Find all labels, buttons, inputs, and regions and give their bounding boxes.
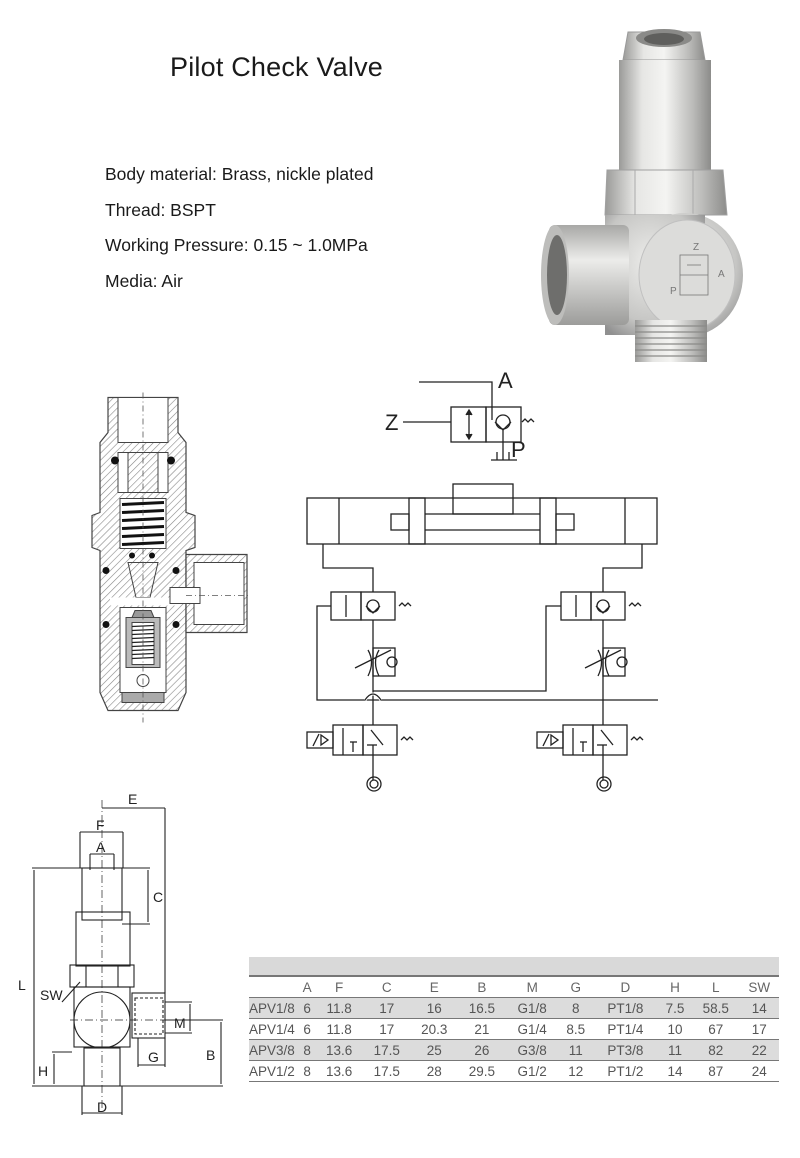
dim-label-f: F	[96, 817, 105, 833]
cell-l: 82	[691, 1039, 740, 1061]
cell-h: 10	[657, 1018, 692, 1040]
cell-m: G1/8	[505, 997, 559, 1019]
dim-label-c: C	[153, 889, 163, 905]
col-c: C	[381, 979, 392, 995]
cell-sw: 17	[739, 1018, 779, 1040]
cell-sw: 14	[739, 997, 779, 1019]
cell-a: 6	[299, 1018, 316, 1040]
cell-model: APV3/8	[249, 1039, 299, 1061]
col-d: D	[620, 979, 631, 995]
dim-label-h: H	[38, 1063, 48, 1079]
cell-m: G1/4	[505, 1018, 559, 1040]
cell-e: 16	[410, 997, 459, 1019]
cell-c: 17.5	[362, 1060, 411, 1082]
col-model	[249, 976, 299, 998]
cell-l: 87	[691, 1060, 740, 1082]
cell-g: 8	[558, 997, 593, 1019]
col-f: F	[334, 979, 344, 995]
cell-f: 13.6	[315, 1039, 363, 1061]
cell-d: PT1/2	[592, 1060, 658, 1082]
cell-model: APV1/2	[249, 1060, 299, 1082]
cell-sw: 22	[739, 1039, 779, 1061]
spec-list: Body material: Brass, nickle plated Thre…	[105, 157, 373, 299]
cell-b: 16.5	[458, 997, 506, 1019]
cell-f: 11.8	[315, 1018, 363, 1040]
product-photo: Z P A	[541, 29, 743, 362]
dim-label-g: G	[148, 1049, 159, 1065]
cell-d: PT3/8	[592, 1039, 658, 1061]
dim-label-b: B	[206, 1047, 215, 1063]
dim-label-m: M	[174, 1015, 186, 1031]
cell-a: 6	[299, 997, 316, 1019]
dimensions-table: A F C E B M G D H L SW APV1/8 6 11.8 17 …	[249, 957, 779, 1082]
cell-m: G1/2	[505, 1060, 559, 1082]
cell-model: APV1/4	[249, 1018, 299, 1040]
cell-b: 21	[458, 1018, 506, 1040]
cell-e: 28	[410, 1060, 459, 1082]
col-sw: SW	[748, 979, 771, 995]
cell-l: 58.5	[691, 997, 740, 1019]
valve-symbol: A Z P	[385, 368, 535, 462]
col-h: H	[670, 979, 680, 995]
cell-d: PT1/8	[592, 997, 658, 1019]
col-m: M	[526, 979, 538, 995]
table-header-bar	[249, 957, 779, 977]
col-e: E	[429, 979, 439, 995]
table-row: APV1/8 6 11.8 17 16 16.5 G1/8 8 PT1/8 7.…	[249, 997, 779, 1019]
cell-g: 8.5	[558, 1018, 593, 1040]
cell-b: 26	[458, 1039, 506, 1061]
cell-m: G3/8	[505, 1039, 559, 1061]
cell-g: 12	[558, 1060, 593, 1082]
pneumatic-circuit	[306, 483, 658, 792]
col-a: A	[302, 979, 312, 995]
engraving-a: A	[718, 269, 725, 280]
cell-f: 13.6	[315, 1060, 363, 1082]
col-g: G	[570, 979, 581, 995]
cell-h: 11	[657, 1039, 692, 1061]
cross-section-drawing	[91, 392, 250, 723]
dim-label-d: D	[97, 1099, 107, 1115]
port-z-label: Z	[385, 410, 398, 435]
table-header-row: A F C E B M G D H L SW	[249, 976, 779, 998]
cell-a: 8	[299, 1060, 316, 1082]
dim-label-a: A	[96, 839, 106, 855]
port-a-label: A	[498, 368, 513, 393]
dim-label-l: L	[18, 977, 26, 993]
port-p-label: P	[511, 437, 526, 462]
cell-g: 11	[558, 1039, 593, 1061]
dim-label-sw: SW	[40, 987, 63, 1003]
cell-sw: 24	[739, 1060, 779, 1082]
col-b: B	[477, 979, 487, 995]
cell-h: 14	[657, 1060, 692, 1082]
spec-thread: Thread: BSPT	[105, 199, 216, 220]
dimension-drawing: E F A C L SW M B H G D	[18, 791, 223, 1115]
cell-c: 17.5	[362, 1039, 411, 1061]
col-l: L	[711, 979, 720, 995]
cell-f: 11.8	[315, 997, 363, 1019]
cell-h: 7.5	[657, 997, 692, 1019]
spec-working-pressure: Working Pressure: 0.15 ~ 1.0MPa	[105, 235, 368, 255]
cell-e: 25	[410, 1039, 459, 1061]
table-row: APV1/4 6 11.8 17 20.3 21 G1/4 8.5 PT1/4 …	[249, 1018, 779, 1040]
cell-l: 67	[691, 1018, 740, 1040]
dim-label-e: E	[128, 791, 137, 807]
table-row: APV1/2 8 13.6 17.5 28 29.5 G1/2 12 PT1/2…	[249, 1060, 779, 1082]
cell-d: PT1/4	[592, 1018, 658, 1040]
engraving-z: Z	[693, 242, 699, 253]
table-row: APV3/8 8 13.6 17.5 25 26 G3/8 11 PT3/8 1…	[249, 1039, 779, 1061]
cell-c: 17	[362, 997, 411, 1019]
engraving-p: P	[670, 286, 677, 297]
cell-c: 17	[362, 1018, 411, 1040]
spec-body-material: Body material: Brass, nickle plated	[105, 164, 374, 184]
cell-b: 29.5	[458, 1060, 506, 1082]
cell-a: 8	[299, 1039, 316, 1061]
cell-model: APV1/8	[249, 997, 299, 1019]
spec-media: Media: Air	[105, 270, 183, 291]
cell-e: 20.3	[410, 1018, 459, 1040]
page-title: Pilot Check Valve	[170, 52, 383, 82]
